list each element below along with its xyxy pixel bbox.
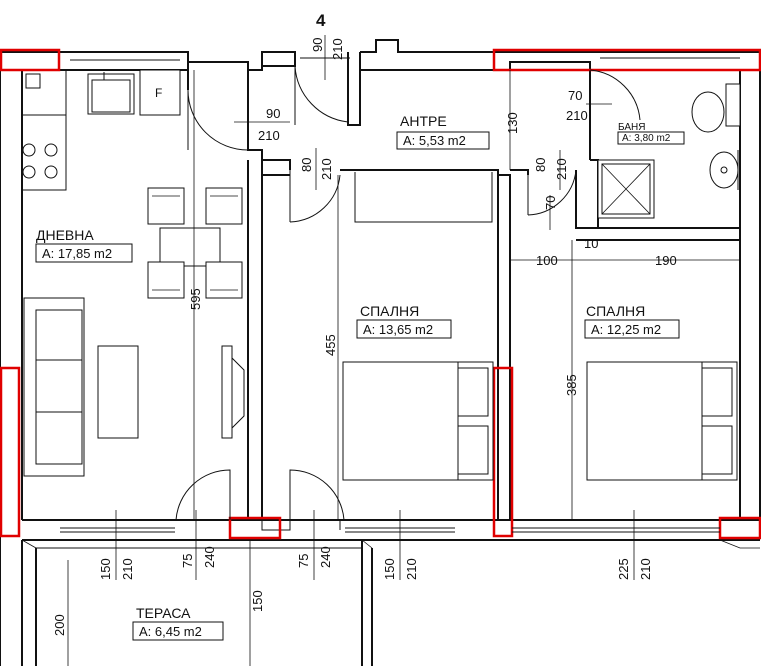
living-room-area: A: 17,85 m2 — [42, 246, 112, 261]
living-furniture — [23, 297, 245, 477]
dim-bath-door-w: 70 — [568, 88, 582, 103]
kitchen-door[interactable] — [187, 89, 249, 151]
dim-hall-depth: 130 — [505, 112, 520, 134]
living-room-name: ДНЕВНА — [36, 227, 94, 243]
dim-seg-10: 10 — [584, 236, 598, 251]
dim-w1-h: 210 — [120, 558, 135, 580]
bedroom1-area: A: 13,65 m2 — [363, 322, 433, 337]
dim-d2-h: 240 — [318, 546, 333, 568]
terrace-area: A: 6,45 m2 — [139, 624, 202, 639]
unit-number: 4 — [316, 11, 326, 30]
dim-seg-190: 190 — [655, 253, 677, 268]
terrace-name: ТЕРАСА — [136, 605, 191, 621]
doors — [175, 65, 641, 521]
bath-door[interactable] — [589, 69, 641, 125]
kitchen-fixtures: F — [22, 69, 181, 191]
windows — [60, 57, 740, 533]
dim-bed1-len: 455 — [323, 334, 338, 356]
highlighted-walls — [0, 48, 761, 540]
dim-d1-h: 240 — [202, 546, 217, 568]
dim-bath-door-h: 210 — [566, 108, 588, 123]
dim-w2-h: 210 — [404, 558, 419, 580]
bathroom-fixtures — [597, 83, 741, 219]
bath-name: БАНЯ — [618, 122, 645, 133]
terrace-door-right[interactable] — [289, 469, 345, 521]
bedroom2-door[interactable] — [527, 169, 577, 216]
dim-entry-h: 210 — [330, 38, 345, 60]
dim-entry-w: 90 — [310, 38, 325, 52]
bedroom1-name: СПАЛНЯ — [360, 303, 419, 319]
dim-bed1-door-w: 80 — [299, 158, 314, 172]
fridge-label: F — [155, 86, 162, 100]
dimension-lines — [67, 35, 740, 666]
hall-area: A: 5,53 m2 — [403, 133, 466, 148]
room-labels: ДНЕВНА A: 17,85 m2 АНТРЕ A: 5,53 m2 БАНЯ… — [35, 113, 685, 641]
dim-w3-w: 225 — [616, 558, 631, 580]
dim-d2-w: 75 — [296, 554, 311, 568]
dim-w1-w: 150 — [98, 558, 113, 580]
dim-terr-150: 150 — [250, 590, 265, 612]
terrace-outline — [21, 539, 760, 666]
dim-living-len: 595 — [188, 288, 203, 310]
bedroom2-area: A: 12,25 m2 — [591, 322, 661, 337]
dim-kitchen-h: 210 — [258, 128, 280, 143]
dim-bed2-door-h: 210 — [554, 158, 569, 180]
dim-terr-200: 200 — [52, 614, 67, 636]
dimension-texts: 90 210 90 210 80 210 70 210 130 80 210 7… — [52, 38, 677, 636]
dim-w2-w: 150 — [382, 558, 397, 580]
entry-door[interactable] — [294, 65, 349, 125]
dim-seg-100: 100 — [536, 253, 558, 268]
walls — [0, 39, 761, 666]
dim-kitchen-w: 90 — [266, 106, 280, 121]
dining-set — [147, 187, 243, 299]
dim-d1-w: 75 — [180, 554, 195, 568]
bath-area: A: 3,80 m2 — [622, 133, 671, 144]
dim-bed1-door-h: 210 — [319, 158, 334, 180]
bedroom2-name: СПАЛНЯ — [586, 303, 645, 319]
dim-w3-h: 210 — [638, 558, 653, 580]
dim-bed2-door-w: 80 — [533, 158, 548, 172]
beds — [342, 361, 738, 481]
dim-bed2-len: 385 — [564, 374, 579, 396]
terrace-door-left[interactable] — [175, 469, 231, 521]
dim-bed2-door-offset: 70 — [543, 196, 558, 210]
hall-name: АНТРЕ — [400, 113, 447, 129]
